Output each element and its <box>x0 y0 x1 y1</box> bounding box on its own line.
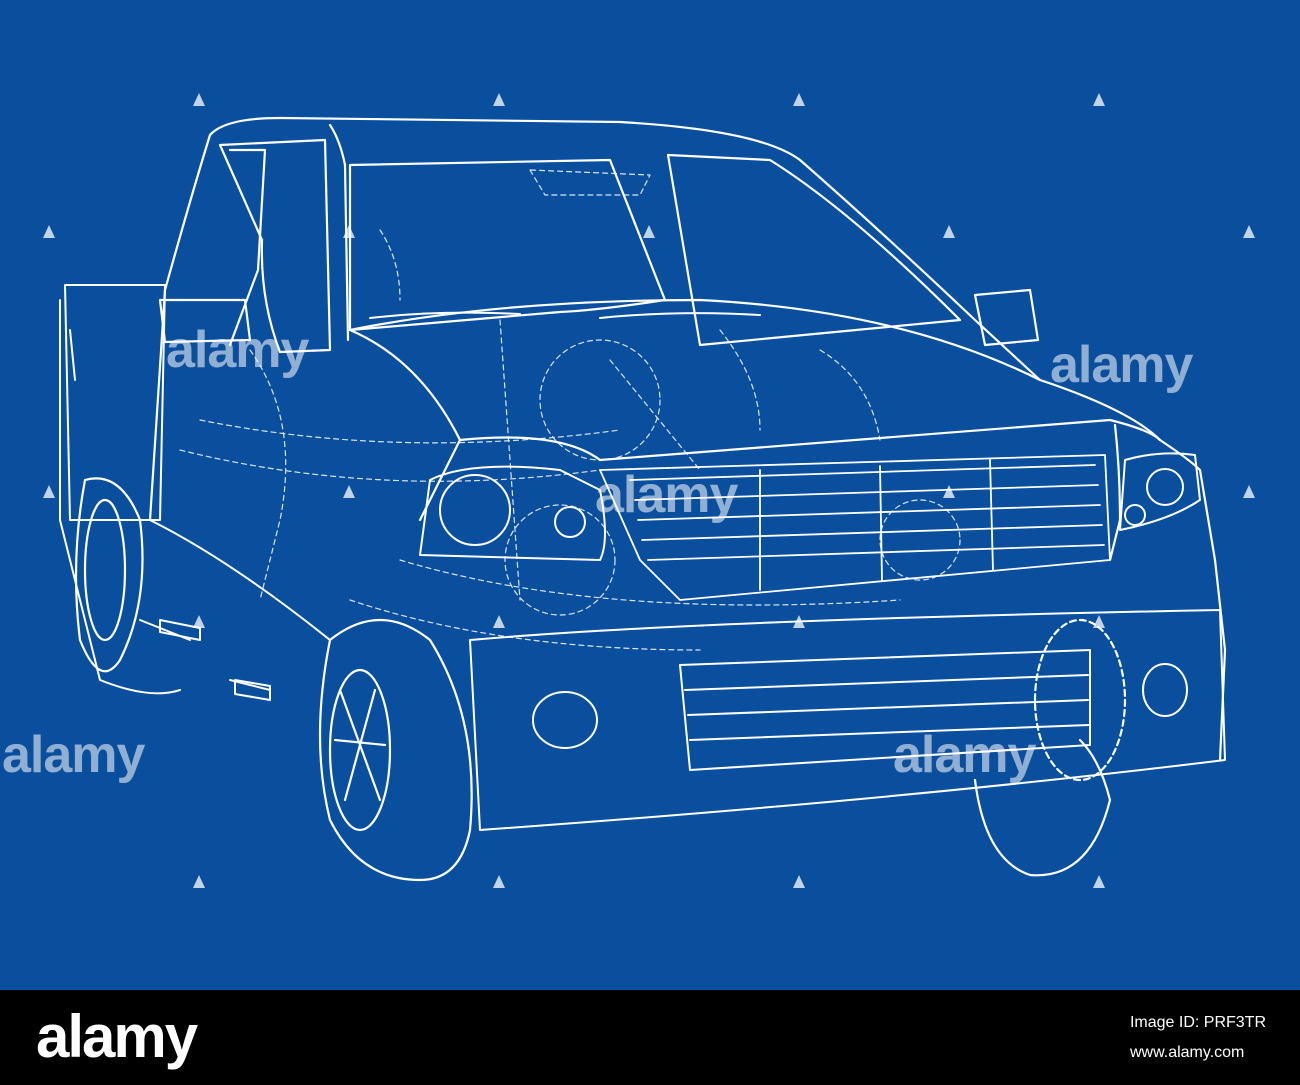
watermark-triangle-marker <box>193 93 205 106</box>
watermark-triangle-marker <box>43 225 55 238</box>
watermark-triangle-marker <box>493 875 505 888</box>
image-id: Image ID: PRF3TR <box>1129 1014 1266 1031</box>
watermark-triangle-marker <box>193 875 205 888</box>
watermark-triangle-marker <box>493 93 505 106</box>
watermark-triangle-marker <box>1093 875 1105 888</box>
windshield-wipers <box>369 311 761 319</box>
footer-bar: alamy Image ID: PRF3TR www.alamy.com <box>0 990 1300 1085</box>
truck-wireframe-illustration <box>59 116 1227 882</box>
watermark-right: alamy <box>1050 336 1193 394</box>
blueprint-canvas: alamy alamy alamy alamy alamy <box>0 0 1300 990</box>
watermark-triangle-marker <box>793 93 805 106</box>
watermark-triangle-marker <box>493 615 505 628</box>
watermark-triangle-marker <box>1243 225 1255 238</box>
cab-outline <box>148 116 1162 522</box>
watermark-center: alamy <box>595 466 738 524</box>
front-right-wheel <box>973 618 1127 877</box>
watermark-triangle-marker <box>1093 93 1105 106</box>
watermark-triangle-marker <box>1243 485 1255 498</box>
headlights <box>419 452 1201 561</box>
watermark-triangle-marker <box>943 485 955 498</box>
watermark-triangle-marker <box>343 485 355 498</box>
front-left-wheel <box>318 619 473 882</box>
front-bumper <box>469 609 1226 831</box>
front-grille <box>599 454 1111 601</box>
watermark-triangle-marker <box>793 615 805 628</box>
watermark-bottom-left: alamy <box>2 726 145 784</box>
watermark-triangle-marker <box>343 225 355 238</box>
watermark-triangle-marker <box>1093 615 1105 628</box>
brand-logo[interactable]: alamy <box>36 1003 198 1070</box>
internal-structure <box>179 169 961 651</box>
watermark-triangle-marker <box>793 875 805 888</box>
truck-bed <box>59 284 331 701</box>
watermark-bottom-center: alamy <box>893 726 1036 784</box>
watermark-left: alamy <box>166 321 309 379</box>
watermark-triangle-marker <box>43 485 55 498</box>
rear-wheel <box>74 477 144 673</box>
image-meta: Image ID: PRF3TR www.alamy.com <box>1130 1008 1266 1068</box>
watermark-triangle-marker <box>643 225 655 238</box>
watermark-triangle-marker <box>193 615 205 628</box>
watermark-triangle-marker <box>943 225 955 238</box>
site-link[interactable]: www.alamy.com <box>1129 1044 1245 1061</box>
